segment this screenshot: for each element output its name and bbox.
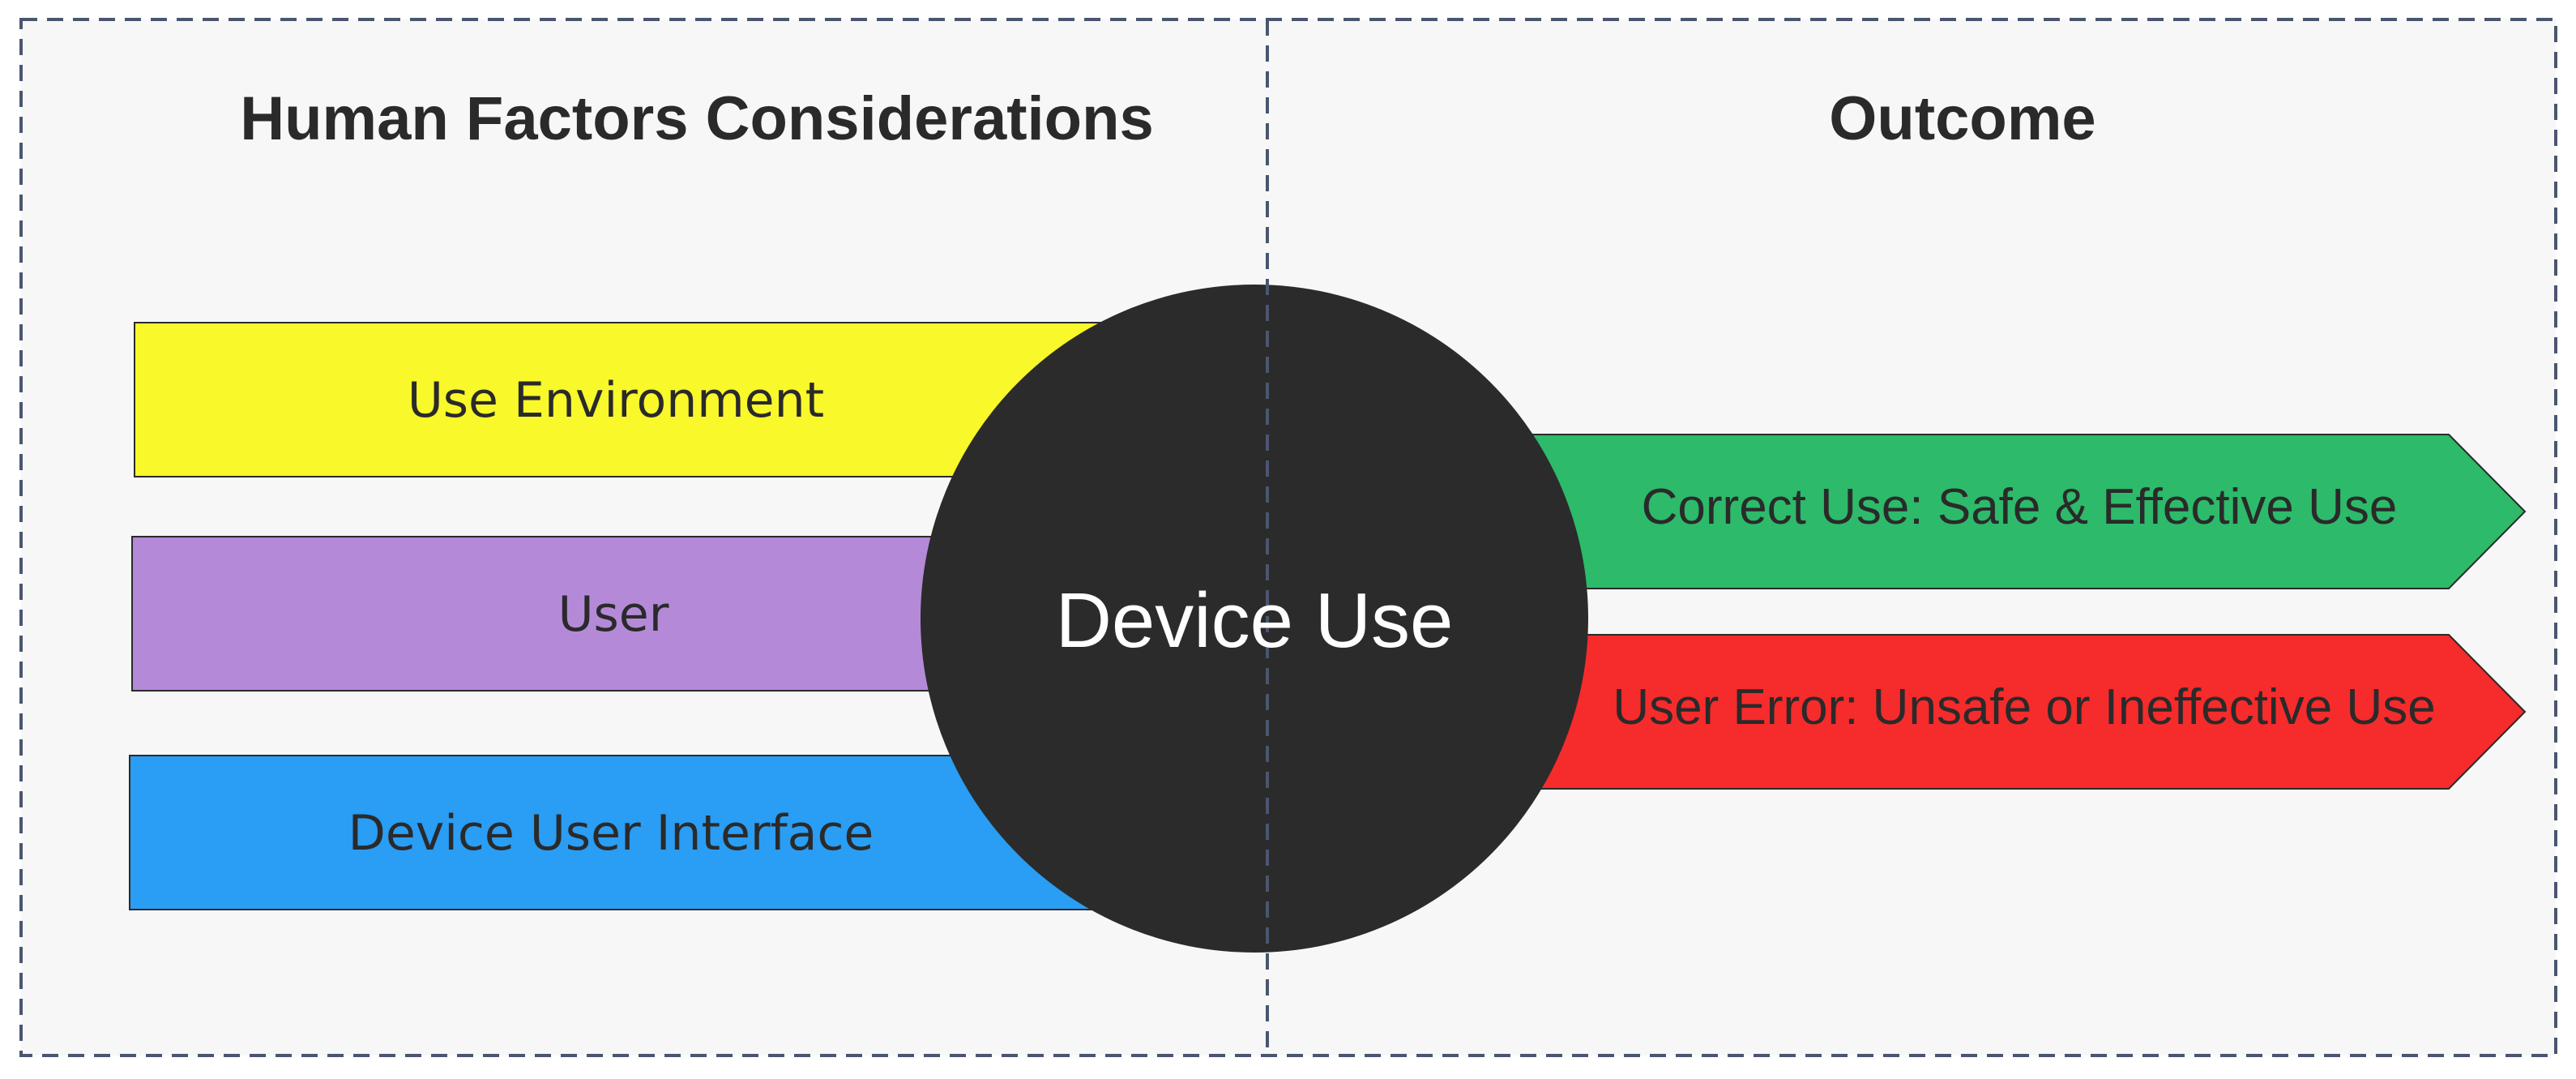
device-use-label: Device Use <box>1056 577 1454 664</box>
consideration-label: User <box>558 586 669 643</box>
outer-dashed-border <box>19 18 2557 1057</box>
outcome-correct-use: Correct Use: Safe & Effective Use <box>1490 434 2527 589</box>
consideration-label: Use Environment <box>408 372 824 429</box>
device-use-circle <box>921 285 1588 953</box>
consideration-label: Device User Interface <box>348 805 874 862</box>
outcome-label: User Error: Unsafe or Ineffective Use <box>1613 679 2435 735</box>
left-panel-title: Human Factors Considerations <box>240 84 1154 153</box>
outcome-user-error: User Error: Unsafe or Ineffective Use <box>1490 634 2527 790</box>
outcome-label: Correct Use: Safe & Effective Use <box>1642 479 2398 535</box>
right-panel-title: Outcome <box>1829 84 2095 153</box>
